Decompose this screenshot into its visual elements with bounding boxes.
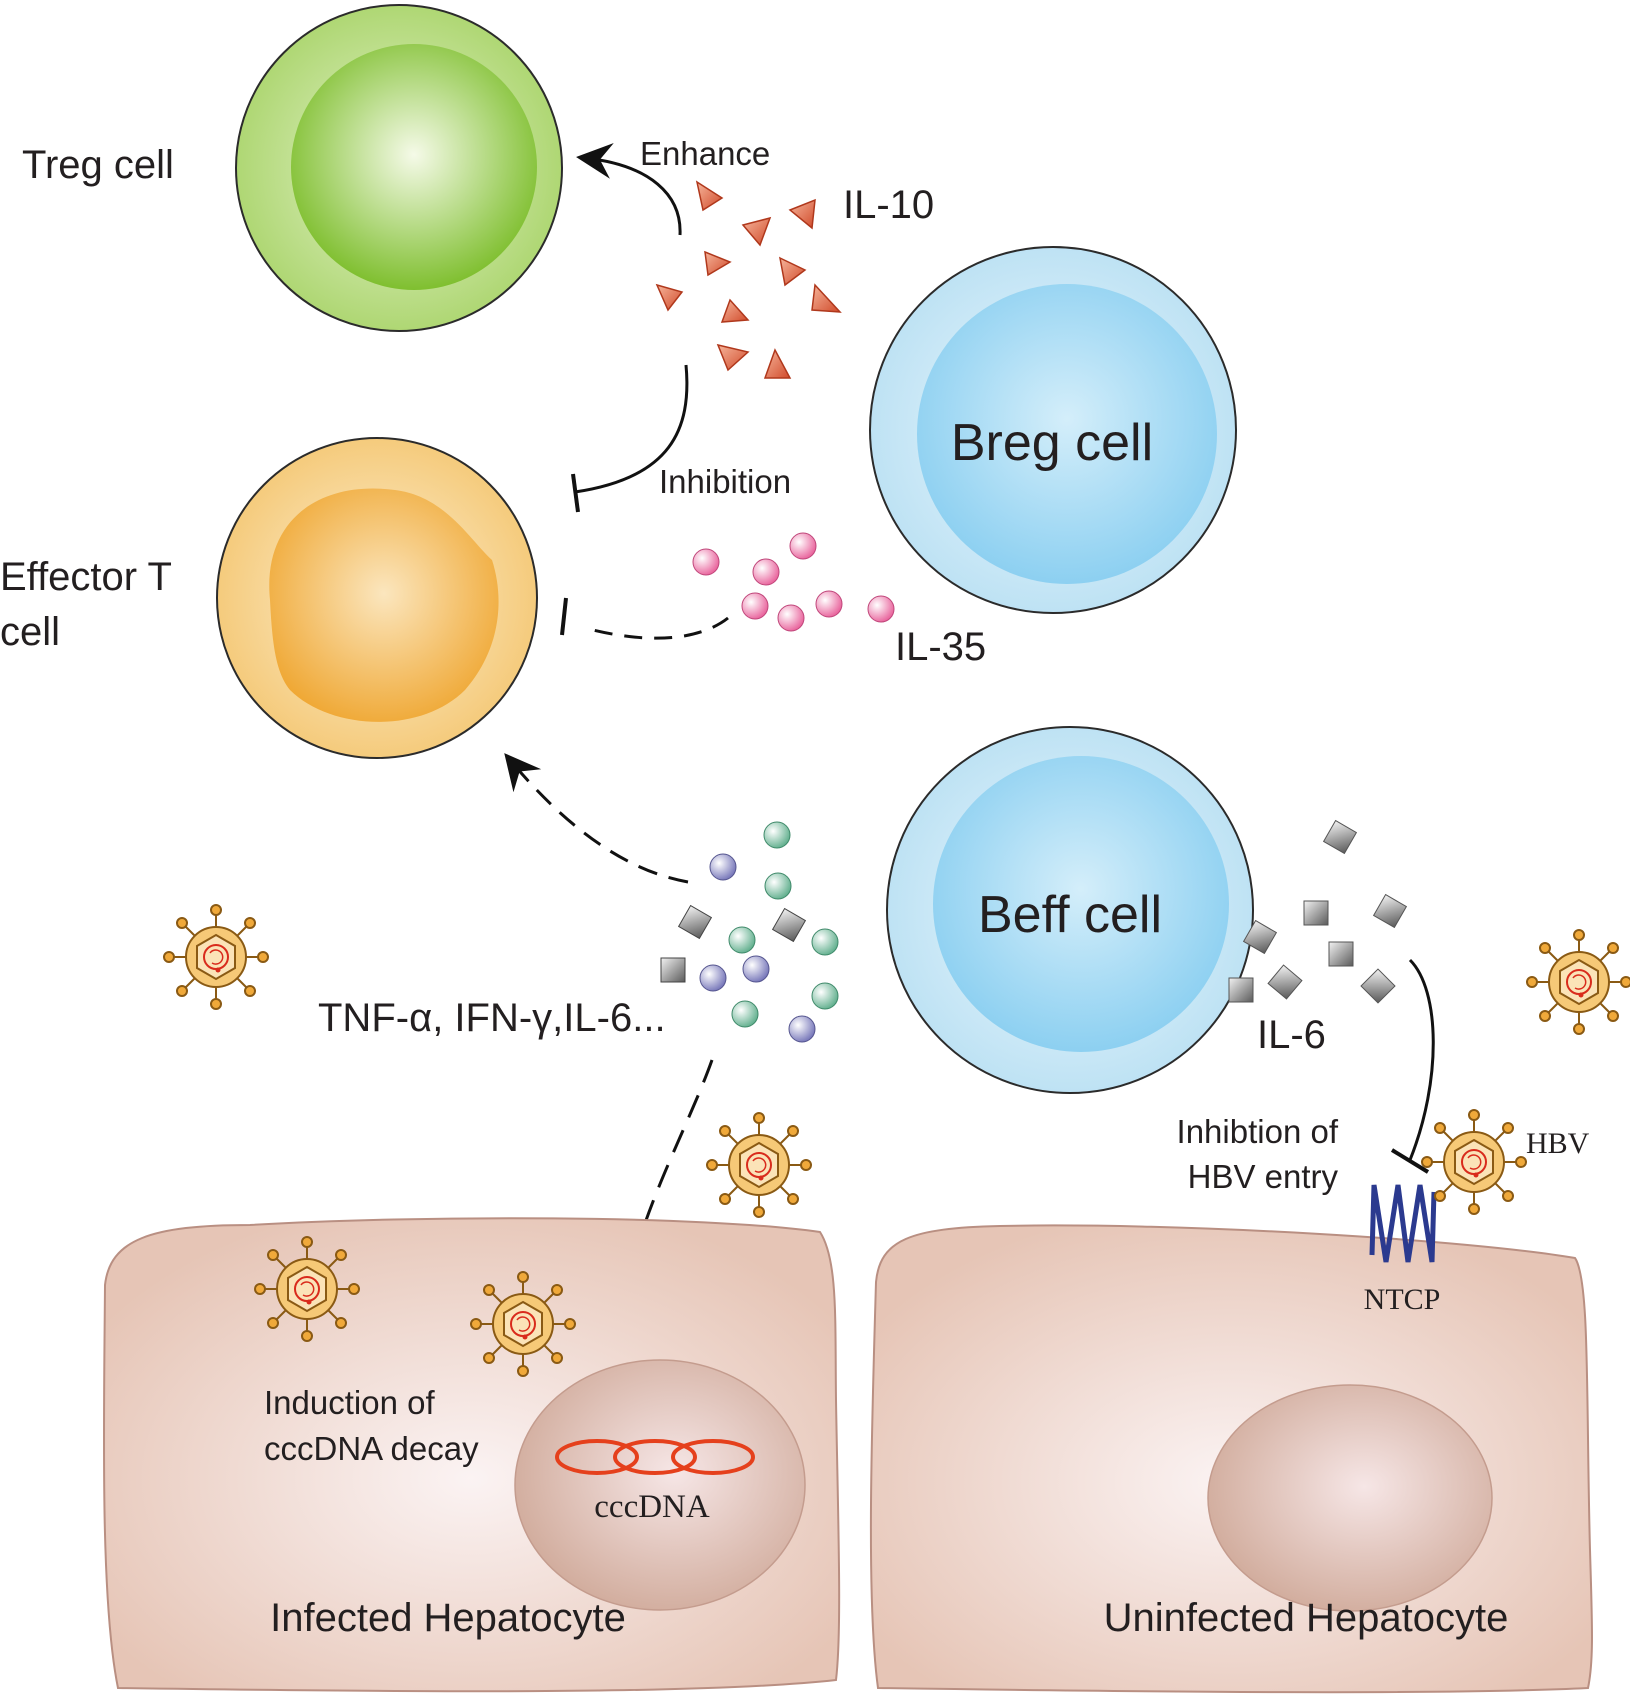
il10-triangle <box>811 283 842 313</box>
il6-square <box>1322 819 1358 855</box>
induction-label-line2: cccDNA decay <box>264 1430 479 1467</box>
il6-square <box>1360 968 1396 1004</box>
effector-t-cell <box>216 437 538 759</box>
cytokine-green <box>811 982 839 1010</box>
il35-sphere <box>867 595 895 623</box>
ntcp-label: NTCP <box>1364 1283 1441 1316</box>
il35-sphere <box>752 558 780 586</box>
il35-sphere <box>777 604 805 632</box>
cytokine-cluster <box>660 821 839 1043</box>
hbv-virus-icon <box>1421 1109 1527 1215</box>
beff-label: Beff cell <box>978 886 1162 944</box>
uninfected-hepatocyte-label: Uninfected Hepatocyte <box>1104 1596 1509 1640</box>
il35-inhibition-bar <box>560 597 568 636</box>
treg-cell <box>235 4 563 332</box>
cccdna-label: cccDNA <box>594 1489 710 1525</box>
il6-square <box>1372 893 1408 929</box>
effector-label-line1: Effector T <box>0 555 172 599</box>
beff-cell <box>886 726 1254 1094</box>
entry-inhibition-line <box>1408 958 1435 1161</box>
cytokine-green <box>764 872 792 900</box>
il35-sphere <box>692 548 720 576</box>
effector-label-line2: cell <box>0 610 60 654</box>
infected-hepatocyte-label: Infected Hepatocyte <box>270 1596 626 1640</box>
inhibition-line <box>574 364 689 494</box>
inhibition-bar <box>571 473 580 513</box>
cytokine-green <box>763 821 791 849</box>
breg-cell <box>869 246 1237 614</box>
cytokine-green <box>731 1000 759 1028</box>
infected-nucleus <box>514 1359 806 1611</box>
cytokine-purple <box>742 955 770 983</box>
hbv-virus-icon <box>706 1112 812 1218</box>
hbv-virus-icon <box>470 1271 576 1377</box>
induction-label-line1: Induction of <box>264 1384 435 1421</box>
il10-triangle <box>778 256 807 287</box>
cytokine-green <box>728 926 756 954</box>
cytokine-purple <box>699 964 727 992</box>
ntcp-receptor <box>1369 1184 1437 1263</box>
cccdna-rings <box>555 1439 755 1475</box>
cytokines-label: TNF-α, IFN-γ,IL-6... <box>318 996 666 1040</box>
il10-triangle <box>788 198 816 230</box>
il35-inhibition-line <box>584 616 729 640</box>
cytokine-green <box>811 928 839 956</box>
il10-triangles <box>655 180 842 379</box>
entry-inhibition-label-line2: HBV entry <box>1188 1158 1339 1195</box>
enhance-label: Enhance <box>640 135 770 172</box>
il10-triangle <box>716 343 750 372</box>
hbv-label: HBV <box>1526 1127 1590 1160</box>
il10-triangle <box>695 180 724 212</box>
il10-triangle <box>741 216 772 247</box>
il6-square <box>1242 919 1278 955</box>
il10-triangle <box>655 283 684 312</box>
il6-square <box>1228 977 1254 1003</box>
il10-label: IL-10 <box>843 183 934 227</box>
il6-square <box>1267 964 1303 1000</box>
activation-arrow <box>504 753 689 884</box>
cytokine-square <box>771 907 807 943</box>
entry-inhibition-bar <box>1390 1148 1430 1174</box>
inhibition-label: Inhibition <box>659 463 791 500</box>
il10-triangle <box>763 348 792 379</box>
cytokine-purple <box>709 853 737 881</box>
breg-label: Breg cell <box>951 414 1153 472</box>
il6-square <box>1303 900 1329 926</box>
hbv-virus-icon <box>1526 929 1630 1035</box>
il35-spheres <box>692 532 895 632</box>
il6-squares <box>1228 819 1408 1004</box>
il35-sphere <box>815 590 843 618</box>
hbv-virus-icon <box>254 1236 360 1342</box>
il10-triangle <box>720 298 750 323</box>
treg-label: Treg cell <box>22 143 174 187</box>
il6-square <box>1328 941 1354 967</box>
cytokine-square <box>677 904 713 940</box>
cytokine-square <box>660 957 686 983</box>
il35-sphere <box>741 592 769 620</box>
il35-label: IL-35 <box>895 625 986 669</box>
enhance-arrow <box>576 143 682 236</box>
entry-inhibition-label-line1: Inhibtion of <box>1177 1113 1339 1150</box>
il10-triangle <box>704 250 732 277</box>
hbv-virus-icon <box>163 904 269 1010</box>
uninfected-nucleus <box>1207 1384 1493 1612</box>
il6-label: IL-6 <box>1257 1013 1326 1057</box>
cytokine-purple <box>788 1015 816 1043</box>
il35-sphere <box>789 532 817 560</box>
